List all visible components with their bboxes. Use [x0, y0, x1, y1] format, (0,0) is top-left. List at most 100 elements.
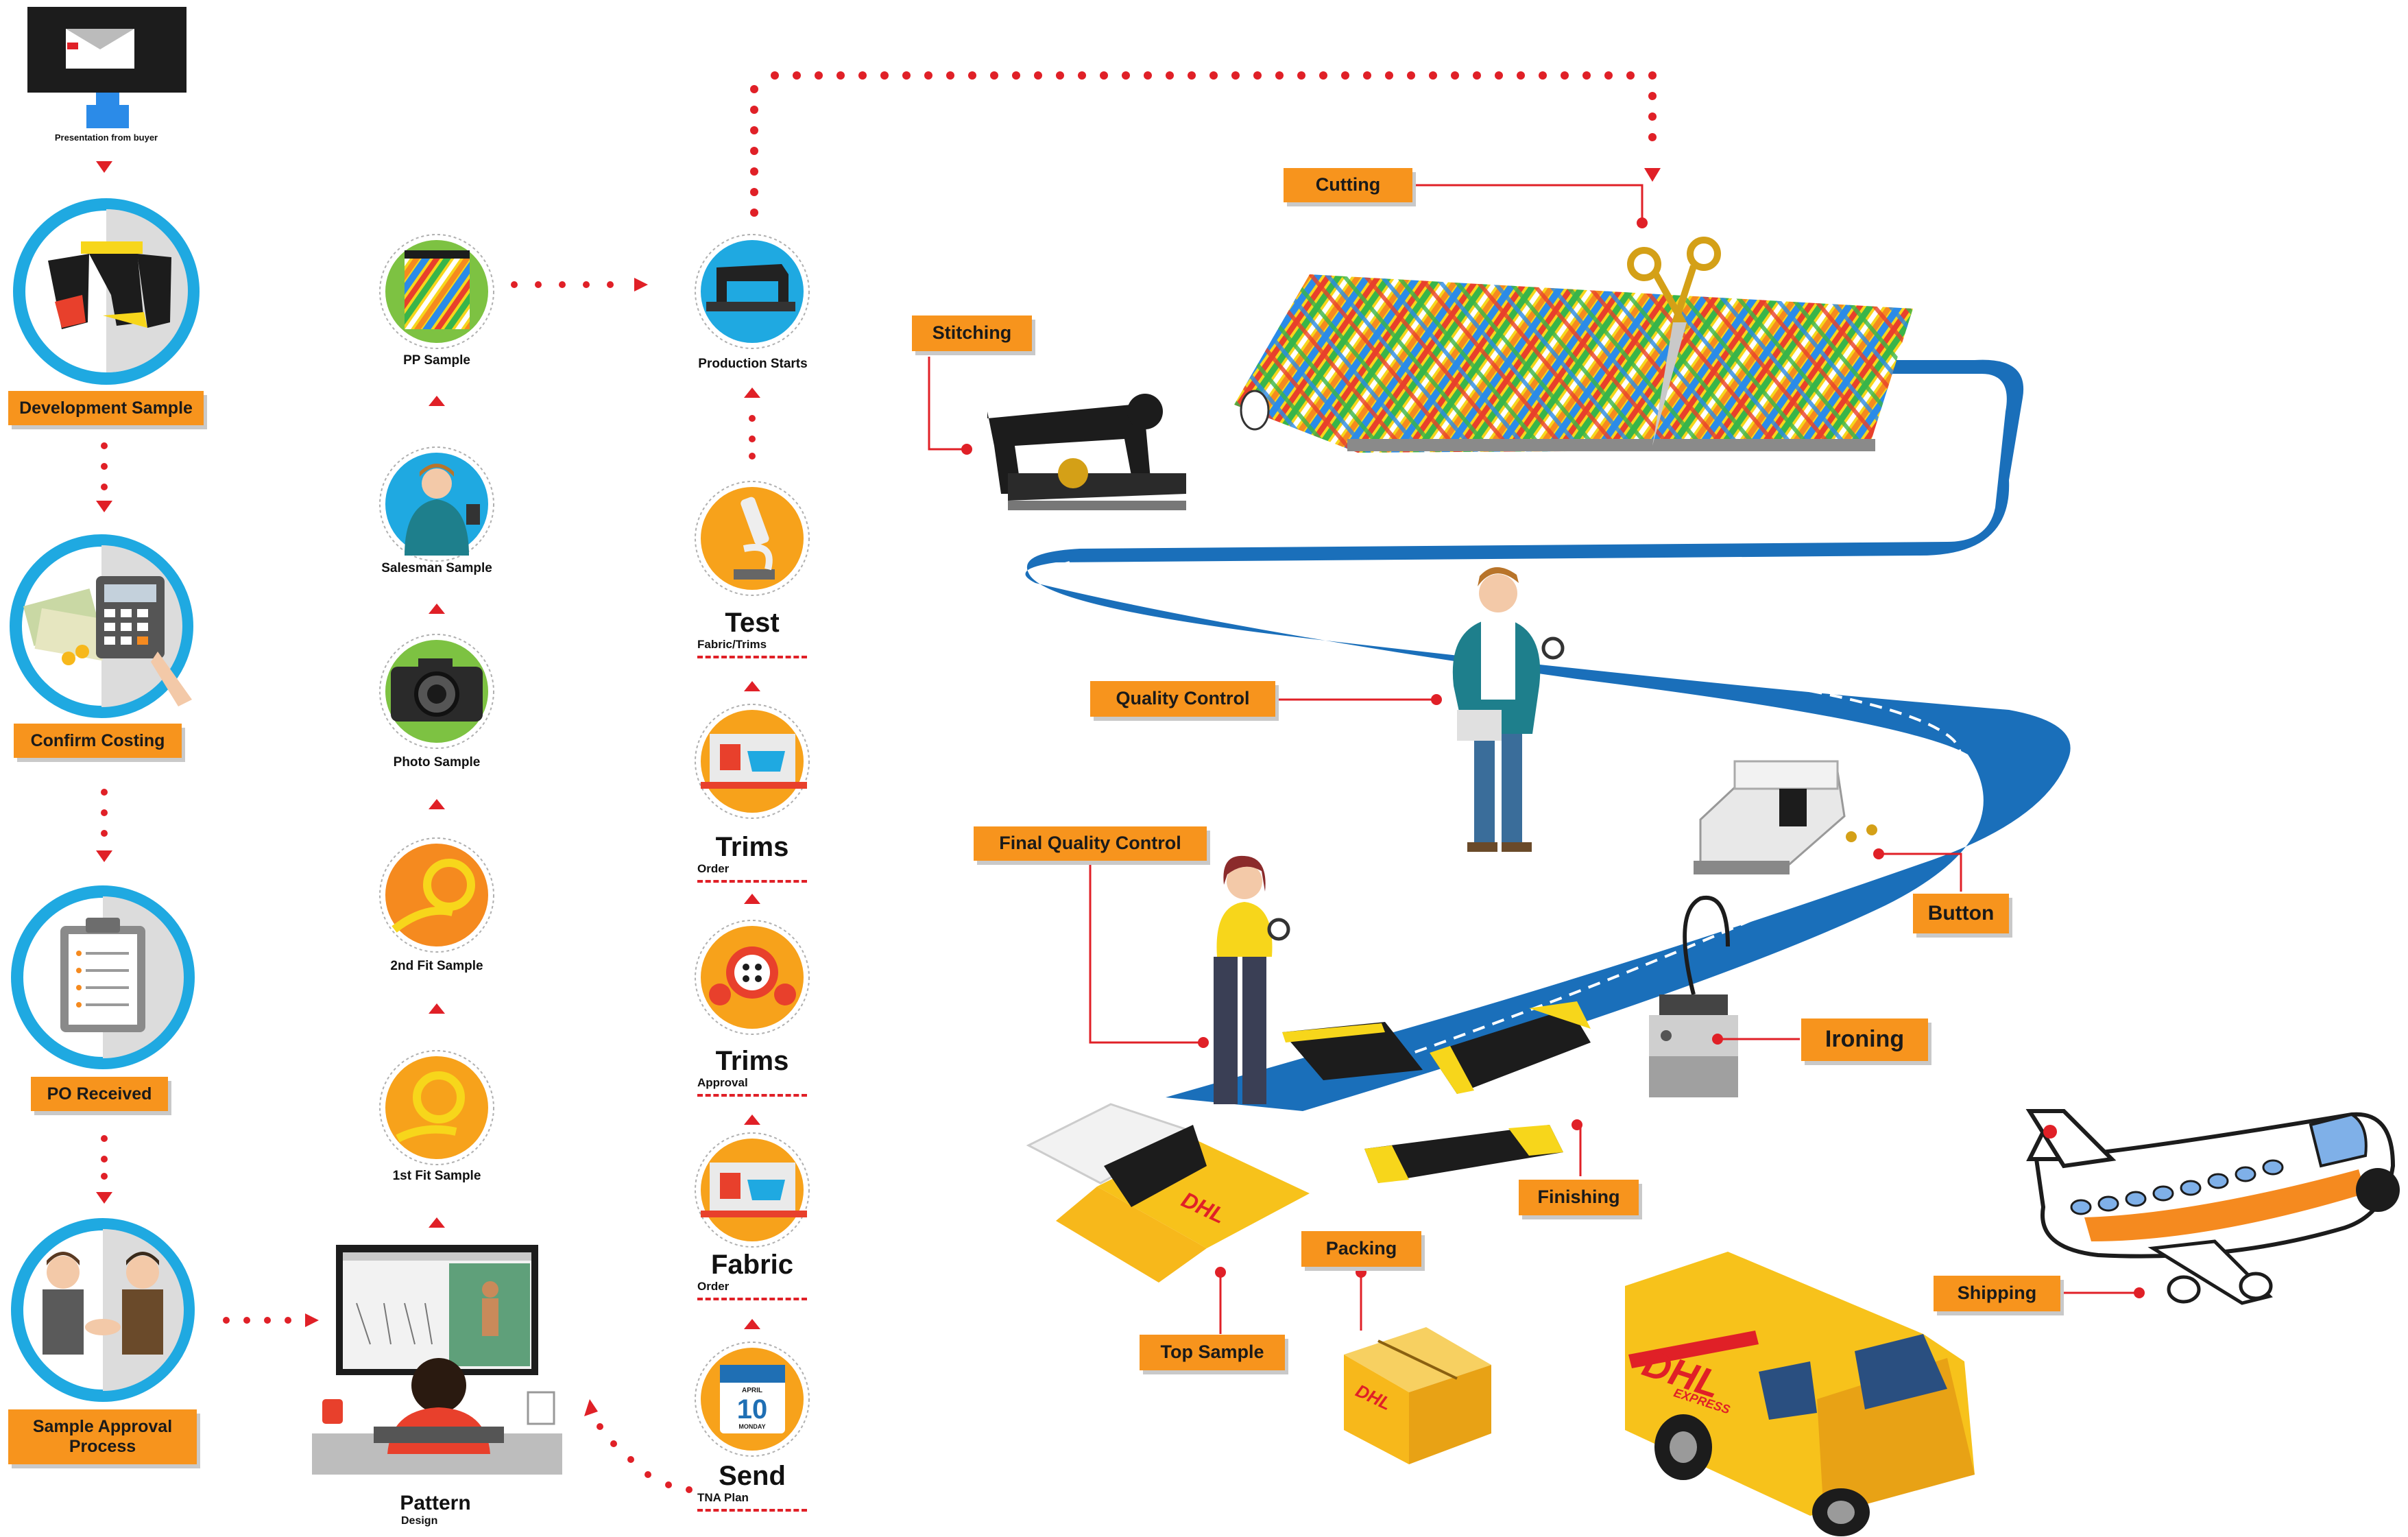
calendar-month: APRIL — [742, 1387, 762, 1394]
loop-dot — [1626, 71, 1635, 80]
loop-dot — [1231, 71, 1240, 80]
tag-ironing: Ironing — [1801, 1018, 1928, 1061]
step-trims-approval: Trims Approval — [670, 1047, 834, 1097]
loop-dot — [1144, 71, 1152, 80]
loop-dot — [1078, 71, 1086, 80]
caption-2nd-fit-sample: 2nd Fit Sample — [390, 959, 483, 973]
quality-control-person — [1452, 567, 1565, 852]
dhl-van-icon — [1625, 1252, 1975, 1536]
production-column-arrows — [744, 388, 760, 1329]
loop-dot — [1582, 71, 1591, 80]
loop-dot — [1473, 71, 1481, 80]
loop-dot — [1188, 71, 1196, 80]
step-fabric-order-title: Fabric — [710, 1250, 794, 1280]
approval-to-pattern-arrow — [223, 1313, 319, 1327]
microscope-icon — [695, 481, 810, 596]
handshake-icon — [11, 1218, 195, 1402]
leader-dots — [961, 217, 2145, 1298]
loop-dot — [1341, 71, 1349, 80]
loop-dot — [1451, 71, 1459, 80]
scissors-icon — [1627, 237, 1721, 331]
loop-dot — [750, 147, 758, 155]
final-quality-control-person — [1214, 855, 1290, 1104]
loop-dot — [1429, 71, 1437, 80]
loop-dot — [1648, 71, 1657, 80]
loop-dot — [1122, 71, 1130, 80]
presentation-label: Presentation from buyer — [54, 132, 158, 143]
buttons-icon — [695, 920, 810, 1035]
pattern-subtitle: Design — [401, 1515, 438, 1527]
loop-dot — [902, 71, 911, 80]
stage-sample-approval: Sample Approval Process — [8, 1409, 197, 1464]
production-road — [1025, 359, 2071, 1111]
tag-stitching: Stitching — [912, 315, 1032, 351]
loop-dot — [771, 71, 779, 80]
production-to-cutting-arrow — [750, 71, 1661, 217]
laptop-cart-icon — [695, 704, 810, 819]
step-trims-approval-underline — [697, 1094, 807, 1097]
monitor-icon — [27, 7, 186, 128]
button-machine-icon — [1694, 760, 1877, 874]
loop-dot — [1012, 71, 1020, 80]
loop-dot — [1561, 71, 1569, 80]
caption-pp-sample: PP Sample — [403, 353, 470, 368]
loop-dot — [990, 71, 998, 80]
loop-dot — [793, 71, 801, 80]
pp-to-production-arrow — [511, 278, 648, 291]
scissors-blade — [1652, 322, 1687, 446]
pattern-label: Pattern Design — [360, 1492, 511, 1527]
salesman-icon — [379, 446, 494, 562]
step-test-underline — [697, 656, 807, 658]
tag-quality-control: Quality Control — [1090, 681, 1275, 717]
clipboard-icon — [11, 885, 195, 1069]
step-trims-approval-title: Trims — [715, 1046, 789, 1076]
sewing-machine-large-icon — [987, 394, 1186, 510]
loop-dot — [946, 71, 954, 80]
step-trims-approval-subtitle: Approval — [697, 1076, 748, 1089]
step-fabric-order-underline — [697, 1298, 807, 1300]
loop-dot — [1034, 71, 1042, 80]
loop-dot — [1517, 71, 1525, 80]
pattern-workstation-icon — [312, 1245, 562, 1475]
tag-packing: Packing — [1301, 1231, 1421, 1267]
loop-dot — [1648, 92, 1657, 100]
caption-1st-fit-sample: 1st Fit Sample — [392, 1169, 481, 1183]
step-test: Test Fabric/Trims — [670, 609, 834, 658]
calculator-icon — [10, 534, 193, 718]
tag-top-sample: Top Sample — [1140, 1335, 1285, 1370]
caption-production-starts: Production Starts — [698, 357, 808, 371]
stage-development-sample: Development Sample — [8, 391, 204, 425]
loop-dot — [1209, 71, 1218, 80]
loop-dot — [1648, 112, 1657, 121]
loop-dot — [1056, 71, 1064, 80]
loop-dot — [880, 71, 889, 80]
calendar-icon — [695, 1342, 810, 1457]
step-test-title: Test — [725, 608, 780, 638]
loop-dot — [750, 167, 758, 176]
tna-to-pattern-arrow — [584, 1399, 693, 1493]
step-send-tna-subtitle: TNA Plan — [697, 1491, 749, 1504]
loop-dot — [1363, 71, 1371, 80]
step-send-tna: Send TNA Plan — [670, 1462, 834, 1512]
development-sample-icon — [13, 198, 200, 385]
loop-arrowhead — [1644, 168, 1661, 182]
step-trims-order: Trims Order — [670, 833, 834, 883]
step-trims-order-underline — [697, 880, 807, 883]
step-trims-order-title: Trims — [715, 832, 789, 862]
loop-dot — [968, 71, 976, 80]
pattern-title: Pattern — [400, 1492, 471, 1514]
sewing-machine-icon — [695, 234, 810, 349]
loop-dot — [858, 71, 867, 80]
loop-dot — [1604, 71, 1613, 80]
loop-dot — [1385, 71, 1393, 80]
calendar-day: 10 — [737, 1394, 768, 1425]
tag-final-quality-control: Final Quality Control — [974, 826, 1207, 861]
tag-button: Button — [1913, 894, 2009, 933]
loop-dot — [1166, 71, 1174, 80]
ironing-station-icon — [1649, 895, 1738, 1097]
step-test-subtitle: Fabric/Trims — [697, 638, 767, 651]
loop-dot — [750, 106, 758, 114]
measuring-tape-icon — [379, 837, 494, 953]
loop-dot — [815, 71, 823, 80]
